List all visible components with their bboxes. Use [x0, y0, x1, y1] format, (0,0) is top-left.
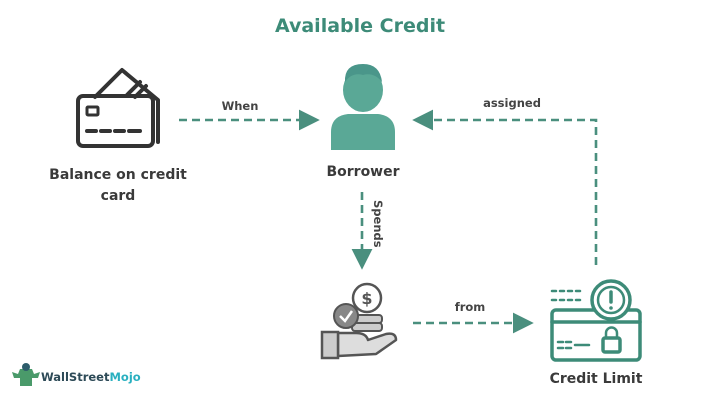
logo-text-a: WallStreet [41, 370, 110, 384]
card-lock-alert-icon [550, 279, 642, 362]
when-label: When [222, 99, 259, 113]
card-label-line2: card [101, 188, 136, 204]
assigned-arrow [412, 109, 598, 265]
borrower-label: Borrower [326, 164, 399, 180]
svg-text:WallStreetMojo: WallStreetMojo [41, 370, 141, 384]
money-hand-icon: $ [320, 282, 398, 360]
logo-text-b: Mojo [109, 370, 140, 384]
wallstreetmojo-logo: WallStreetMojo [12, 363, 141, 386]
person-icon [331, 64, 395, 150]
credit-limit-label: Credit Limit [550, 371, 643, 387]
card-label-line1: Balance on credit [49, 167, 187, 183]
from-label: from [455, 300, 486, 314]
assigned-label: assigned [483, 96, 541, 110]
diagram-title: Available Credit [275, 15, 445, 37]
svg-text:$: $ [361, 289, 372, 308]
spends-label: Spends [371, 200, 385, 248]
credit-card-icon [76, 68, 160, 148]
